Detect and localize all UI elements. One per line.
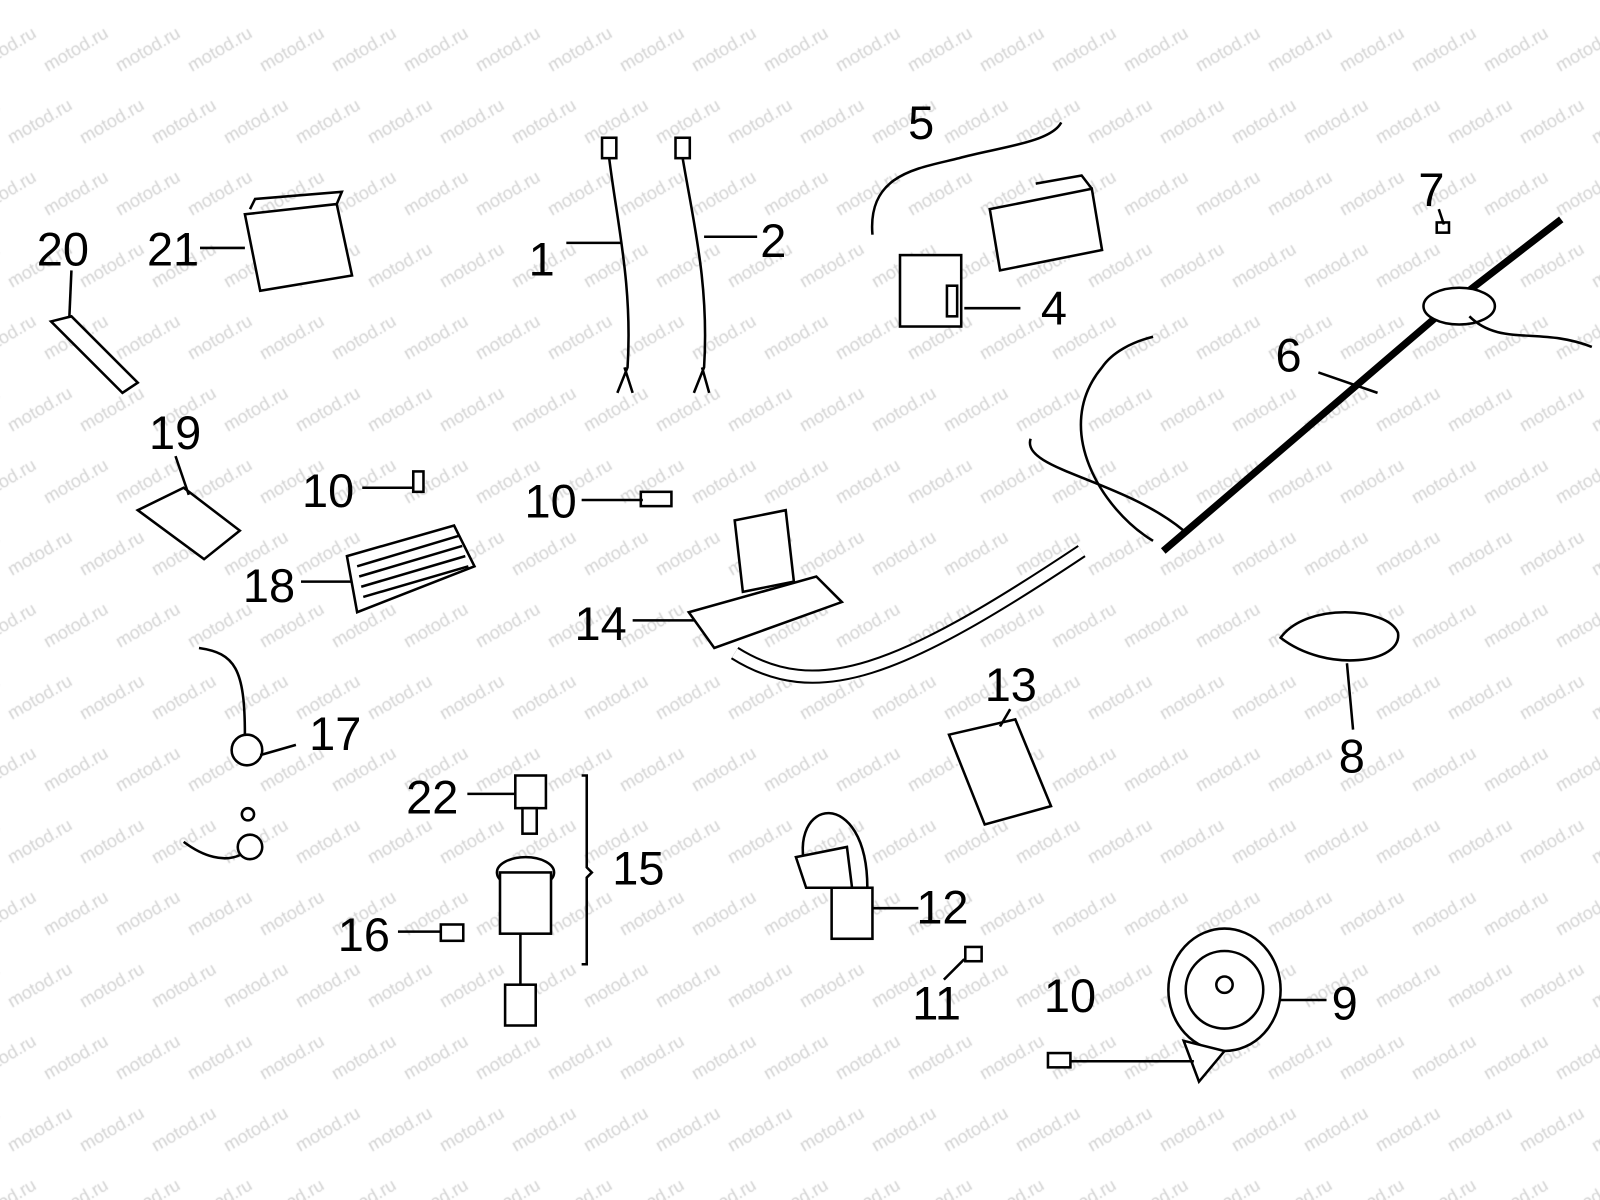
cover-8 [1278, 611, 1400, 662]
sensor-17 [182, 646, 264, 861]
callout-5: 5 [908, 97, 934, 149]
bolt-10a [411, 470, 425, 494]
flasher-13 [947, 717, 1053, 827]
callout-8: 8 [1339, 730, 1365, 782]
terminal-16 [439, 923, 465, 943]
fuse-box-14 [686, 508, 1086, 684]
wire-2 [674, 136, 711, 394]
callout-10: 10 [1044, 970, 1096, 1022]
callouts: 1 2 5 4 7 6 20 21 19 10 18 10 14 13 8 17… [37, 97, 1445, 1030]
screw-11 [964, 945, 983, 963]
ignition-coil-12 [794, 811, 874, 941]
wire-1 [600, 136, 634, 394]
callout-2: 2 [760, 215, 786, 267]
callout-15: 15 [612, 843, 664, 895]
cdi-unit [988, 174, 1104, 272]
ignition-switch [495, 855, 556, 1027]
key-22 [514, 774, 548, 835]
callout-11: 11 [912, 977, 961, 1029]
bolt-10b [639, 490, 673, 508]
callout-21: 21 [147, 223, 199, 275]
callout-6: 6 [1276, 329, 1302, 381]
callout-18: 18 [243, 560, 295, 612]
horn-9 [1167, 927, 1282, 1085]
callout-10: 10 [524, 475, 576, 527]
battery [243, 190, 354, 293]
relay-4 [898, 253, 963, 328]
callout-1: 1 [529, 234, 555, 286]
callout-13: 13 [985, 659, 1037, 711]
callout-9: 9 [1332, 977, 1358, 1029]
rubber-cover-19 [135, 486, 242, 561]
callout-4: 4 [1041, 282, 1067, 334]
callout-22: 22 [406, 771, 458, 823]
callout-14: 14 [574, 598, 626, 650]
leader-lines [68, 208, 1446, 1063]
callout-16: 16 [338, 909, 390, 961]
callout-19: 19 [149, 407, 201, 459]
main-harness-6 [1028, 216, 1593, 554]
callout-10: 10 [302, 465, 354, 517]
fuse-holder [48, 314, 140, 395]
bolt-10c [1046, 1051, 1072, 1069]
bracket-15 [581, 774, 594, 966]
callout-20: 20 [37, 223, 89, 275]
callout-17: 17 [309, 708, 361, 760]
callout-12: 12 [916, 881, 968, 933]
bracket-5 [870, 121, 1063, 235]
callout-7: 7 [1418, 164, 1444, 216]
regulator-18 [345, 523, 477, 614]
